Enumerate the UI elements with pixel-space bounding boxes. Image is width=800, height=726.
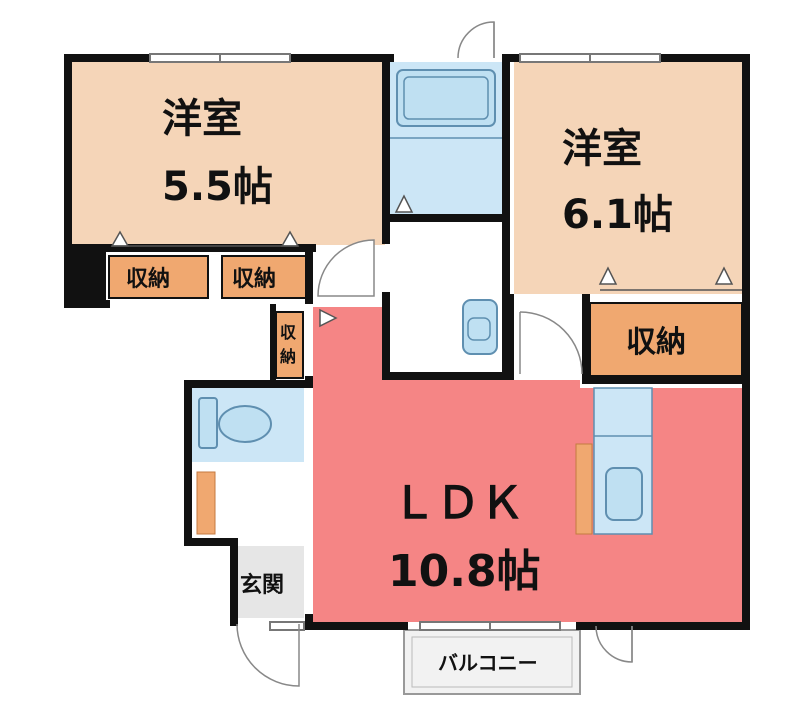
western-room-a: [72, 62, 385, 245]
western-room-b: [514, 62, 742, 294]
balcony-area: [403, 629, 581, 695]
western-room-a-type: 洋室: [162, 96, 242, 142]
storage-closet-2-label: 収納: [232, 266, 276, 292]
closet-door-markers: [110, 194, 734, 328]
storage-closet-1-label: 収納: [126, 266, 170, 292]
wall-block-left: [68, 250, 106, 308]
storage-closet-1: [108, 255, 209, 299]
wall-pillar: [270, 304, 276, 382]
toilet-bowl-icon: [218, 405, 272, 443]
toilet-tank-icon: [198, 397, 218, 449]
storage-closet-3: [275, 311, 304, 379]
storage-closet-4-label: 収納: [626, 325, 686, 360]
storage-closet-2: [221, 255, 307, 299]
western-room-a-size: 5.5帖: [162, 164, 273, 210]
western-room-b-size: 6.1帖: [562, 192, 673, 238]
doors: [236, 21, 633, 687]
storage-closet-3-label-top: 収: [280, 323, 297, 342]
windows: [149, 53, 661, 631]
bathtub-icon: [396, 69, 496, 127]
ldk-room: [313, 307, 742, 622]
shoe-cabinet: [196, 471, 216, 535]
kitchen-sink-icon: [605, 467, 643, 521]
storage-closet-3-label-bottom: 納: [280, 347, 296, 366]
western-room-b-type: 洋室: [562, 126, 642, 172]
genkan-label: 玄関: [240, 572, 284, 598]
kitchen-shelf: [575, 443, 593, 535]
ldk-size: 10.8帖: [388, 546, 541, 597]
balcony-label: バルコニー: [438, 651, 538, 675]
ldk-type: ＬＤＫ: [392, 478, 524, 529]
genkan-area: [237, 546, 304, 618]
